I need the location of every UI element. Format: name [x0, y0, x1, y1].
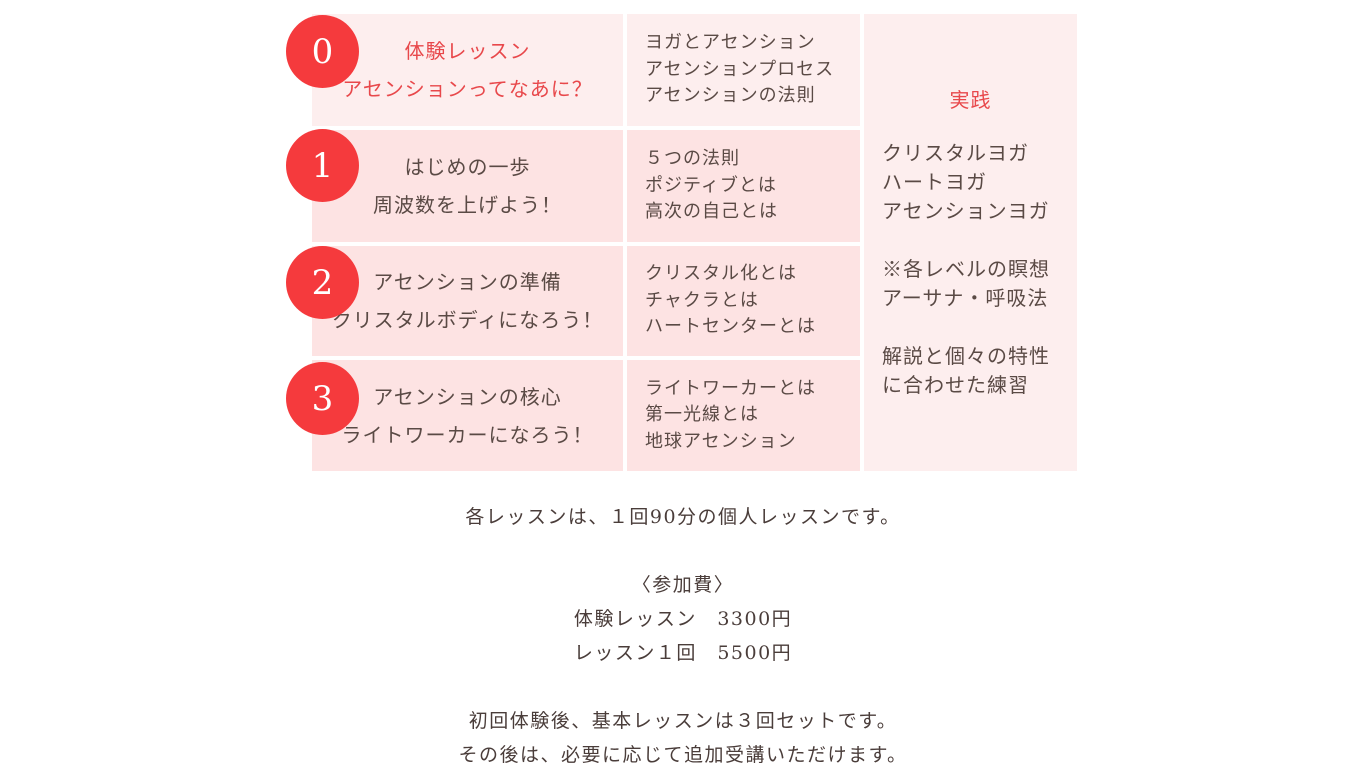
lesson-0-topics: ヨガとアセンション アセンションプロセス アセンションの法則 [645, 30, 834, 110]
lesson-0-topics-cell: ヨガとアセンション アセンションプロセス アセンションの法則 [627, 14, 860, 126]
practice-line: アセンションヨガ [882, 199, 1050, 223]
topic-item: アセンションプロセス [645, 58, 835, 80]
lesson-1-topics: ５つの法則 ポジティブとは 高次の自己とは [645, 146, 778, 226]
lesson-1-title: はじめの一歩 周波数を上げよう！ [373, 148, 562, 224]
lesson-3-title-cell: アセンションの核心 ライトワーカーになろう！ [312, 360, 623, 471]
lesson-3-title-line1: アセンションの核心 [373, 384, 562, 409]
practice-line: ハートヨガ [882, 170, 987, 194]
topic-item: ハートセンターとは [645, 316, 816, 338]
topic-item: 地球アセンション [645, 430, 797, 452]
pricing-notes: 各レッスンは、１回90分の個人レッスンです。 〈参加費〉 体験レッスン 3300… [0, 500, 1366, 768]
additional-note: その後は、必要に応じて追加受講いただけます。 [458, 744, 908, 766]
lesson-3-number-badge: 3 [286, 362, 359, 435]
lesson-3-title-line2: ライトワーカーになろう！ [341, 422, 594, 447]
lesson-1-title-cell: はじめの一歩 周波数を上げよう！ [312, 130, 623, 242]
lesson-0-title-line1: 体験レッスン [404, 39, 531, 63]
lesson-2-title-line2: クリスタルボディになろう！ [331, 308, 604, 332]
topic-item: ヨガとアセンション [645, 32, 816, 54]
lesson-0-title-line2: アセンションってなあに？ [342, 77, 593, 101]
lesson-1-title-line2: 周波数を上げよう！ [373, 193, 562, 217]
lesson-1-topics-cell: ５つの法則 ポジティブとは 高次の自己とは [627, 130, 860, 242]
topic-item: ポジティブとは [645, 174, 777, 196]
lesson-fee: レッスン１回 5500円 [573, 642, 793, 664]
lesson-0-number-badge: 0 [286, 15, 359, 88]
practice-line: に合わせた練習 [882, 373, 1029, 397]
lesson-0-title: 体験レッスン アセンションってなあに？ [342, 32, 593, 108]
practice-cell: 実践 クリスタルヨガ ハートヨガ アセンションヨガ ※各レベルの瞑想 アーサナ・… [864, 14, 1077, 471]
lesson-3-topics-cell: ライトワーカーとは 第一光線とは 地球アセンション [627, 360, 860, 471]
lesson-2-topics-cell: クリスタル化とは チャクラとは ハートセンターとは [627, 246, 860, 356]
practice-line: ※各レベルの瞑想 [882, 257, 1050, 281]
spacer [0, 534, 1366, 568]
topic-item: アセンションの法則 [645, 85, 816, 107]
practice-title: 実践 [949, 88, 992, 112]
lesson-table: 体験レッスン アセンションってなあに？ ヨガとアセンション アセンションプロセス… [312, 14, 1077, 471]
lesson-0-title-cell: 体験レッスン アセンションってなあに？ [312, 14, 623, 126]
topic-item: 高次の自己とは [645, 201, 778, 223]
lesson-1-title-line1: はじめの一歩 [404, 155, 531, 179]
lesson-duration-note: 各レッスンは、１回90分の個人レッスンです。 [465, 506, 901, 528]
practice-line: クリスタルヨガ [882, 141, 1029, 165]
lesson-2-topics: クリスタル化とは チャクラとは ハートセンターとは [645, 261, 816, 341]
practice-spacer [882, 313, 1077, 342]
practice-line: 解説と個々の特性 [882, 344, 1050, 368]
spacer [0, 670, 1366, 704]
lesson-2-title-line1: アセンションの準備 [373, 270, 562, 294]
set-note: 初回体験後、基本レッスンは３回セットです。 [468, 710, 898, 732]
topic-item: ５つの法則 [645, 148, 740, 170]
topic-item: 第一光線とは [645, 404, 759, 426]
practice-line: アーサナ・呼吸法 [882, 286, 1049, 310]
topic-item: ライトワーカーとは [645, 377, 816, 399]
lesson-1-number-badge: 1 [286, 129, 359, 202]
fee-heading: 〈参加費〉 [631, 574, 735, 596]
topic-item: クリスタル化とは [645, 263, 797, 285]
trial-fee: 体験レッスン 3300円 [573, 608, 793, 630]
practice-spacer [882, 226, 1077, 255]
lesson-2-title: アセンションの準備 クリスタルボディになろう！ [332, 263, 604, 339]
lesson-3-topics: ライトワーカーとは 第一光線とは 地球アセンション [645, 376, 816, 456]
lesson-3-title: アセンションの核心 ライトワーカーになろう！ [342, 378, 594, 454]
topic-item: チャクラとは [645, 289, 759, 311]
lesson-2-title-cell: アセンションの準備 クリスタルボディになろう！ [312, 246, 623, 356]
lesson-2-number-badge: 2 [286, 246, 359, 319]
